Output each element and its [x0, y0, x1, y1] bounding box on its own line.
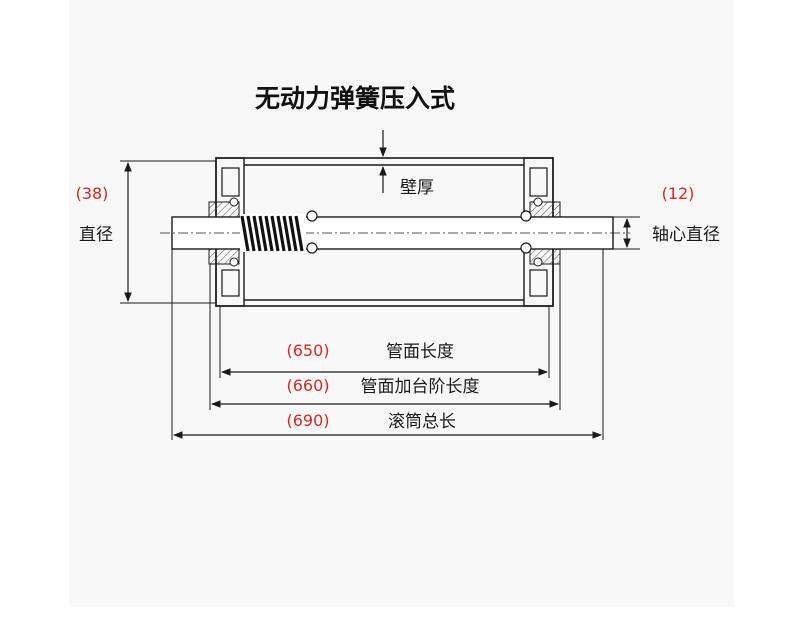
length-extension-lines — [171, 249, 604, 440]
wall-thickness-label: 壁厚 — [400, 178, 434, 198]
tube-step-length-label: 管面加台阶长度 — [361, 377, 480, 397]
tube-surface-length-value: (650) — [286, 341, 329, 360]
tube-surface-length-label: 管面长度 — [386, 342, 454, 362]
total-length-label: 滚筒总长 — [388, 412, 456, 432]
spring — [240, 210, 532, 254]
diameter-value: (38) — [76, 184, 109, 203]
shaft-diameter-label: 轴心直径 — [652, 225, 720, 245]
left-end-cap — [208, 157, 245, 307]
shaft-diameter-value: (12) — [662, 184, 695, 203]
diameter-dimension — [120, 160, 216, 304]
shaft — [160, 216, 630, 250]
right-end-cap — [523, 157, 561, 307]
diameter-label: 直径 — [79, 225, 113, 245]
tube-step-length-value: (660) — [286, 376, 329, 395]
diagram-title: 无动力弹簧压入式 — [255, 84, 455, 113]
shaft-diameter-dimension — [613, 216, 640, 250]
total-length-value: (690) — [286, 411, 329, 430]
